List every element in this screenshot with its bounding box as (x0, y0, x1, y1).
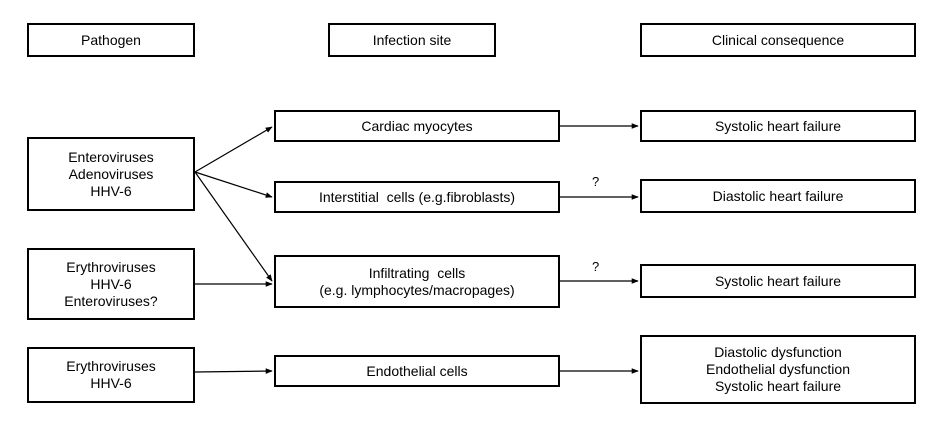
consequence-4-line-3: Systolic heart failure (714, 378, 842, 394)
site-3-line-2: (e.g. lymphocytes/macropages) (319, 281, 515, 298)
arrow-pathogen1-to-interstitial (194, 171, 273, 198)
pathogen-1-line-2: Adenoviruses (68, 165, 154, 182)
pathogen-1-line-1: Enteroviruses (68, 148, 154, 165)
pathogen-1-line-3: HHV-6 (90, 182, 132, 199)
header-clinical-consequence-label: Clinical consequence (711, 31, 845, 48)
arrow-pathogen1-to-cardiac (194, 126, 273, 173)
site-box-cardiac-myocytes: Cardiac myocytes (274, 110, 560, 142)
site-box-interstitial-cells: Interstitial cells (e.g.fibroblasts) (274, 181, 560, 213)
consequence-4-line-1: Diastolic dysfunction (714, 344, 842, 360)
consequence-box-3: Systolic heart failure (640, 264, 916, 298)
header-clinical-consequence: Clinical consequence (640, 23, 916, 57)
consequence-3-label: Systolic heart failure (714, 272, 842, 289)
pathogen-2-line-1: Erythroviruses (66, 258, 156, 275)
pathogen-box-3: Erythroviruses HHV-6 (27, 347, 195, 403)
header-infection-site-label: Infection site (372, 31, 452, 48)
consequence-4-line-2: Endothelial dysfunction (706, 361, 850, 377)
site-2-label: Interstitial cells (e.g.fibroblasts) (318, 188, 516, 205)
pathogen-box-2: Erythroviruses HHV-6 Enteroviruses? (27, 248, 195, 320)
uncertain-mark-1: ? (592, 174, 600, 189)
pathogen-3-line-2: HHV-6 (90, 375, 132, 391)
pathogen-2-line-2: HHV-6 (90, 275, 132, 292)
consequence-1-label: Systolic heart failure (714, 117, 842, 134)
consequence-box-4: Diastolic dysfunction Endothelial dysfun… (640, 335, 916, 404)
consequence-box-1: Systolic heart failure (640, 110, 916, 142)
consequence-box-2: Diastolic heart failure (640, 179, 916, 213)
site-box-endothelial-cells: Endothelial cells (274, 355, 560, 387)
pathogen-3-line-1: Erythroviruses (66, 358, 156, 374)
site-box-infiltrating-cells: Infiltrating cells (e.g. lymphocytes/mac… (274, 255, 560, 308)
arrow-pathogen1-to-infiltrating (194, 171, 273, 282)
uncertain-mark-2: ? (592, 259, 600, 274)
pathogen-2-line-3: Enteroviruses? (64, 292, 158, 309)
header-infection-site: Infection site (328, 23, 496, 57)
header-pathogen: Pathogen (27, 23, 195, 57)
pathogen-box-1: Enteroviruses Adenoviruses HHV-6 (27, 137, 195, 211)
arrow-pathogen3-to-endothelial (194, 368, 273, 374)
site-3-line-1: Infiltrating cells (368, 264, 466, 281)
consequence-2-label: Diastolic heart failure (712, 187, 844, 204)
site-4-label: Endothelial cells (366, 362, 468, 379)
site-1-label: Cardiac myocytes (361, 117, 473, 134)
header-pathogen-label: Pathogen (81, 31, 141, 48)
